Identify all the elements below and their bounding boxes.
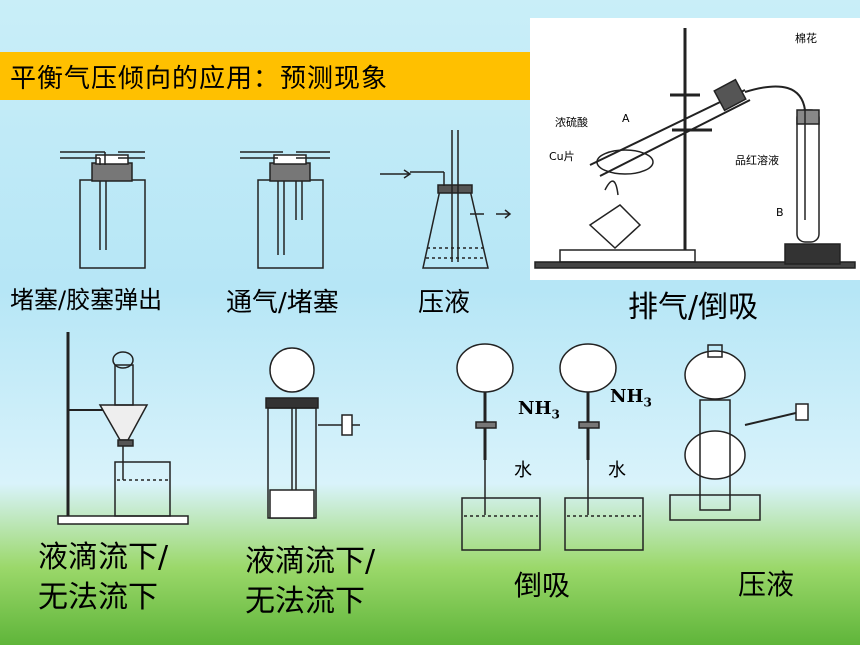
fountain-flask-right <box>559 343 644 551</box>
label-pressure-funnel-2: 无法流下 <box>245 584 365 619</box>
page-title: 平衡气压倾向的应用：预测现象 <box>10 63 389 94</box>
marker-b: B <box>776 206 784 219</box>
water-label-right: 水 <box>608 460 626 481</box>
nh3-label-left: NH3 <box>518 398 560 422</box>
constant-pressure-funnel <box>265 347 360 519</box>
gas-bottle-1 <box>60 151 146 269</box>
marker-a: A <box>622 112 630 125</box>
label-fountain: 倒吸 <box>514 569 571 602</box>
label-conical-flask: 压液 <box>418 288 471 318</box>
copper-acid-apparatus <box>534 28 856 269</box>
title-banner: 平衡气压倾向的应用：预测现象 <box>0 52 560 100</box>
cotton-label: 棉花 <box>795 32 817 45</box>
label-funnel-stand-1: 液滴流下/ <box>38 540 169 575</box>
gas-bottle-2 <box>240 151 330 269</box>
label-gas-bottle-2: 通气/堵塞 <box>226 288 339 318</box>
label-copper-acid: 排气/倒吸 <box>628 290 759 325</box>
copper-label: Cu片 <box>549 150 575 163</box>
label-kipp: 压液 <box>738 568 795 601</box>
conical-flask <box>380 130 512 269</box>
kipp-apparatus <box>669 344 809 521</box>
label-gas-bottle-1: 堵塞/胶塞弹出 <box>10 286 163 314</box>
acid-label: 浓硫酸 <box>555 116 588 129</box>
label-funnel-stand-2: 无法流下 <box>38 580 158 615</box>
fountain-flask-left <box>456 343 541 551</box>
nh3-label-right: NH3 <box>610 386 652 410</box>
separatory-funnel-stand <box>57 332 189 525</box>
water-label-left: 水 <box>514 460 532 481</box>
fuchsine-label: 品红溶液 <box>735 154 779 167</box>
label-pressure-funnel-1: 液滴流下/ <box>245 544 376 579</box>
